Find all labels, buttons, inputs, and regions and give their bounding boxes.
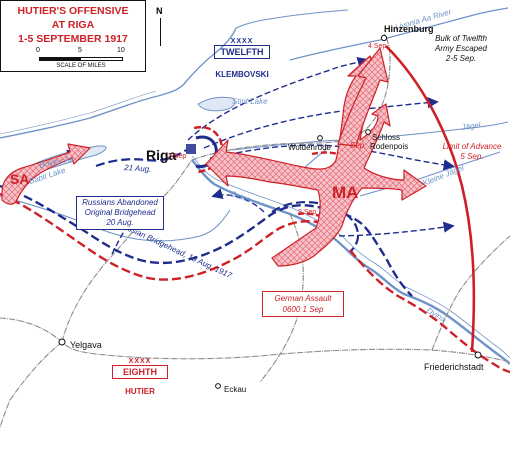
russian-army-unit: XXXX TWELFTH <box>214 38 270 59</box>
german-army-name: EIGHTH <box>112 365 168 379</box>
sep3-label: 3 Sep <box>168 153 186 160</box>
yelgava-marker <box>58 338 66 346</box>
ma-label: MA <box>332 183 358 202</box>
jagel-label: Jägel <box>460 120 481 132</box>
russian-army-name: TWELFTH <box>214 45 270 59</box>
place-labels: Riga Hinzenburg Woldenrode Yelgava Eckau… <box>70 24 484 394</box>
title-line1: HUTIER'S OFFENSIVE <box>17 5 129 17</box>
riga-city <box>186 144 196 154</box>
title-line2: AT RIGA <box>51 19 95 31</box>
line-21aug-label: 21 Aug. <box>123 163 152 174</box>
riga-label: Riga <box>146 147 177 163</box>
rodenpois-label: Schloss Rodenpois <box>370 133 408 151</box>
sep2-label: 2 Sep <box>298 209 316 216</box>
rodenpois-marker <box>365 129 371 135</box>
abandoned-note: Russians Abandoned Original Bridgehead 2… <box>76 196 164 230</box>
north-shaft <box>160 18 161 46</box>
sa-label: SA <box>10 171 29 187</box>
sep4-label: 4 Sep <box>368 43 386 50</box>
german-line-lower <box>349 249 510 374</box>
russian-bridgehead-19aug <box>0 184 413 297</box>
north-arrow: N <box>150 6 172 48</box>
russian-army-size: XXXX <box>230 38 254 45</box>
dvina-river <box>191 155 510 365</box>
woldenrode-label: Woldenrode <box>288 143 332 152</box>
hinzenburg-label: Hinzenburg <box>384 24 434 34</box>
scale-tick-10: 10 <box>117 47 125 54</box>
rodenpois-line2: Rodenpois <box>370 142 408 151</box>
dvina-label: Dvina <box>229 189 252 204</box>
escape-note: Bulk of Twelfth Army Escaped 2-5 Sep. <box>434 34 488 63</box>
title-box: HUTIER'S OFFENSIVE AT RIGA 1-5 SEPTEMBER… <box>0 0 146 72</box>
scale-tick-5: 5 <box>78 47 82 54</box>
german-army-unit: XXXX EIGHTH <box>112 358 168 379</box>
ma-advance-arrows <box>205 47 427 267</box>
sa-advance-arrow <box>1 143 91 205</box>
russian-line-2sep <box>271 201 360 253</box>
eckau-marker <box>215 383 221 389</box>
yelgava-label: Yelgava <box>70 340 102 350</box>
eckau-label: Eckau <box>224 385 246 394</box>
limit-of-advance-line <box>385 45 476 353</box>
russian-army-commander: KLEMBOVSKI <box>215 70 269 79</box>
place-markers <box>58 34 482 389</box>
russian-line-21aug <box>95 149 187 168</box>
limit-note: Limit of Advance 5 Sep. <box>442 142 502 161</box>
stint-lake <box>197 96 236 112</box>
scale-tick-0: 0 <box>36 47 40 54</box>
scale-label: SCALE OF MILES <box>56 63 106 69</box>
german-labels: SA MA 3 Sep 4 Sep 2 Sep Sep. <box>10 43 386 216</box>
german-line-rodenpois <box>311 151 339 156</box>
scale-bar <box>39 57 123 61</box>
north-letter: N <box>156 6 163 16</box>
title-line3: 1-5 SEPTEMBER 1917 <box>18 33 128 45</box>
woldenrode-marker <box>317 135 323 141</box>
livonia-aa-river <box>289 7 509 61</box>
german-army-size: XXXX <box>128 358 152 365</box>
german-front-line <box>0 192 319 281</box>
bolder-aa <box>0 195 231 242</box>
friederichstadt-marker <box>474 351 482 359</box>
assault-note: German Assault 0600 1 Sep <box>262 291 344 317</box>
stint-label: Stint Lake <box>232 97 268 106</box>
friederichstadt-label: Friederichstadt <box>424 362 484 372</box>
hinzenburg-marker <box>380 34 388 42</box>
german-army-commander: HUTIER <box>125 387 155 396</box>
sep-rodenpois-label: Sep. <box>350 141 366 150</box>
rodenpois-line1: Schloss <box>372 133 400 142</box>
